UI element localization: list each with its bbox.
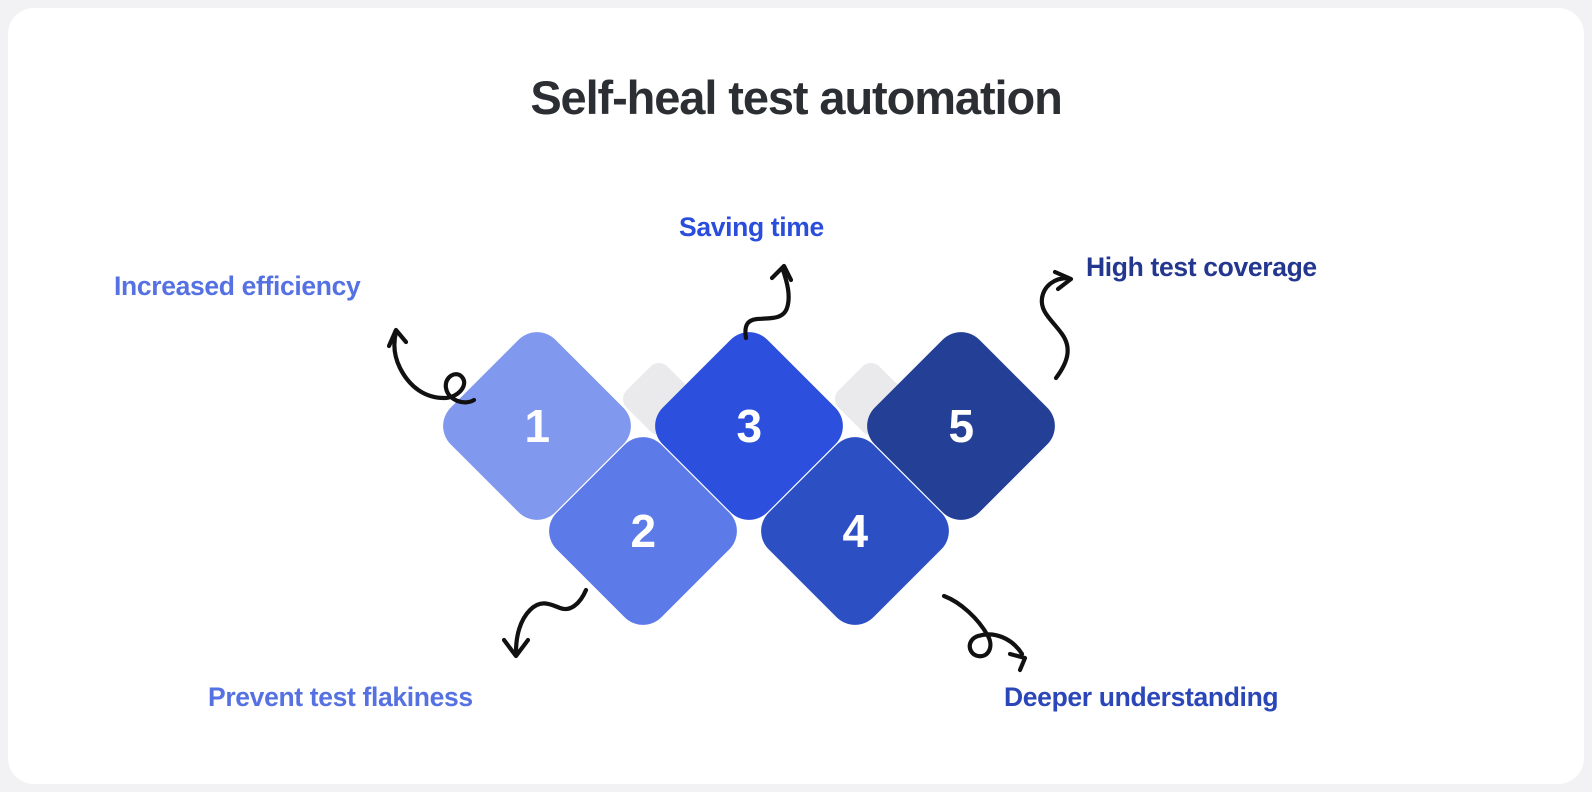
arrow-to-prevent-test-flakiness-icon [500, 586, 590, 664]
label-high-test-coverage: High test coverage [1086, 252, 1317, 282]
infographic-card: Self-heal test automation 1 2 3 4 5 Incr… [8, 8, 1584, 784]
arrow-to-deeper-understanding-icon [940, 592, 1032, 673]
label-increased-efficiency: Increased efficiency [114, 271, 361, 301]
step-number-5: 5 [948, 400, 974, 452]
page-title: Self-heal test automation [530, 71, 1062, 124]
label-deeper-understanding: Deeper understanding [1004, 682, 1279, 712]
label-saving-time: Saving time [679, 212, 824, 242]
arrow-to-increased-efficiency-icon [386, 320, 486, 405]
arrow-to-saving-time-icon [741, 260, 803, 341]
arrow-to-high-test-coverage-icon [1022, 269, 1084, 381]
label-prevent-test-flakiness: Prevent test flakiness [208, 682, 473, 712]
